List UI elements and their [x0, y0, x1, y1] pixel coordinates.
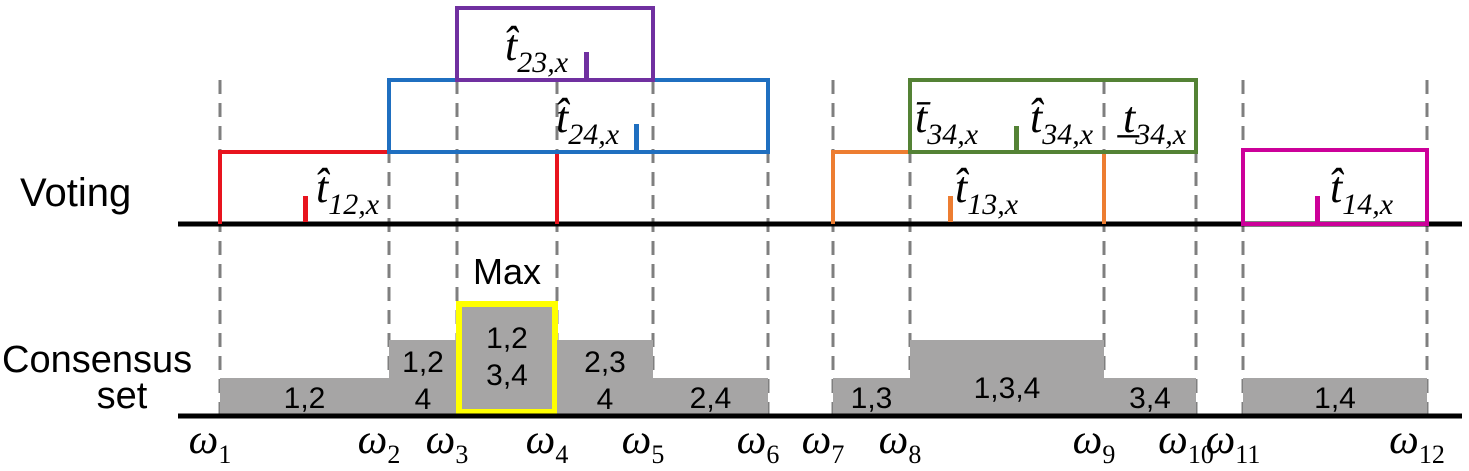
consensus-set-9: 1,4 — [1314, 382, 1356, 415]
interval-label-13: t̂13,x — [955, 163, 1019, 221]
consensus-set-2-line1: 1,2 — [402, 346, 444, 379]
consensus-set-3-line1: 1,2 — [486, 322, 528, 355]
consensus-set-4-line1: 2,3 — [584, 346, 626, 379]
omega-label-2: ω2 — [358, 417, 401, 469]
omega-label-12: ω12 — [1389, 417, 1445, 469]
omega-label-5: ω5 — [622, 417, 665, 469]
max-highlight — [456, 301, 558, 415]
consensus-set-6: 1,3 — [851, 382, 893, 415]
consensus-set-4-line2: 4 — [597, 383, 614, 416]
interval-box-23 — [455, 6, 655, 82]
interval-label-34-1: t̄34,x — [915, 93, 979, 151]
max-label: Max — [473, 251, 541, 292]
consensus-bar-5 — [653, 378, 768, 416]
estimate-tick-24 — [634, 124, 639, 150]
consensus-bar-4 — [557, 340, 653, 416]
voting-intervals: t̂12,x t̂24,x t̂23,x t̂13,x t̄34,x t̂34,x t̲34… — [218, 6, 1429, 226]
estimate-tick-12 — [303, 196, 308, 222]
consensus-bar-2 — [389, 340, 457, 416]
consensus-set-3-line2: 3,4 — [486, 359, 528, 392]
omega-label-4: ω4 — [526, 417, 569, 469]
consensus-bar-9 — [1243, 378, 1427, 416]
interval-box-14 — [1241, 148, 1429, 226]
estimate-tick-14 — [1315, 196, 1320, 222]
estimate-tick-13 — [948, 196, 953, 222]
omega-label-8: ω8 — [879, 417, 922, 469]
omega-label-1: ω1 — [189, 417, 232, 469]
consensus-set-7: 1,3,4 — [974, 372, 1041, 405]
consensus-bar-8 — [1104, 378, 1196, 416]
interval-label-23: t̂23,x — [505, 21, 569, 79]
consensus-set-2-line2: 4 — [415, 383, 432, 416]
omega-label-7: ω7 — [802, 417, 845, 469]
consensus-set-8: 3,4 — [1129, 382, 1171, 415]
estimate-tick-23 — [584, 52, 589, 78]
consensus-set-5: 2,4 — [690, 382, 732, 415]
consensus-bar-1 — [220, 378, 389, 416]
voting-label: Voting — [20, 171, 131, 215]
consensus-label-line1: Consensus — [2, 339, 192, 381]
interval-label-24: t̂24,x — [556, 93, 620, 151]
interval-box-34 — [908, 78, 1198, 154]
omega-label-9: ω9 — [1073, 417, 1116, 469]
consensus-bars: 1,2 1,2 4 1,2 3,4 2,3 4 2,4 1,3 1,3,4 3,4 1,4 — [220, 301, 1427, 416]
omega-label-11: ω11 — [1206, 417, 1261, 469]
consensus-set-1: 1,2 — [284, 382, 326, 415]
omega-label-10: ω10 — [1158, 417, 1214, 469]
omega-label-6: ω6 — [737, 417, 780, 469]
interval-label-14: t̂14,x — [1330, 163, 1394, 221]
omega-label-3: ω3 — [426, 417, 469, 469]
consensus-bar-3 — [457, 305, 557, 416]
interval-label-34-3: t̲34,x — [1117, 93, 1187, 151]
consensus-bar-6 — [833, 378, 910, 416]
estimate-tick-34 — [1014, 126, 1019, 150]
consensus-bar-7 — [910, 340, 1104, 416]
consensus-label-line2: set — [97, 375, 148, 417]
interval-label-34-2: t̂34,x — [1030, 93, 1094, 151]
interval-label-12: t̂12,x — [316, 163, 380, 221]
